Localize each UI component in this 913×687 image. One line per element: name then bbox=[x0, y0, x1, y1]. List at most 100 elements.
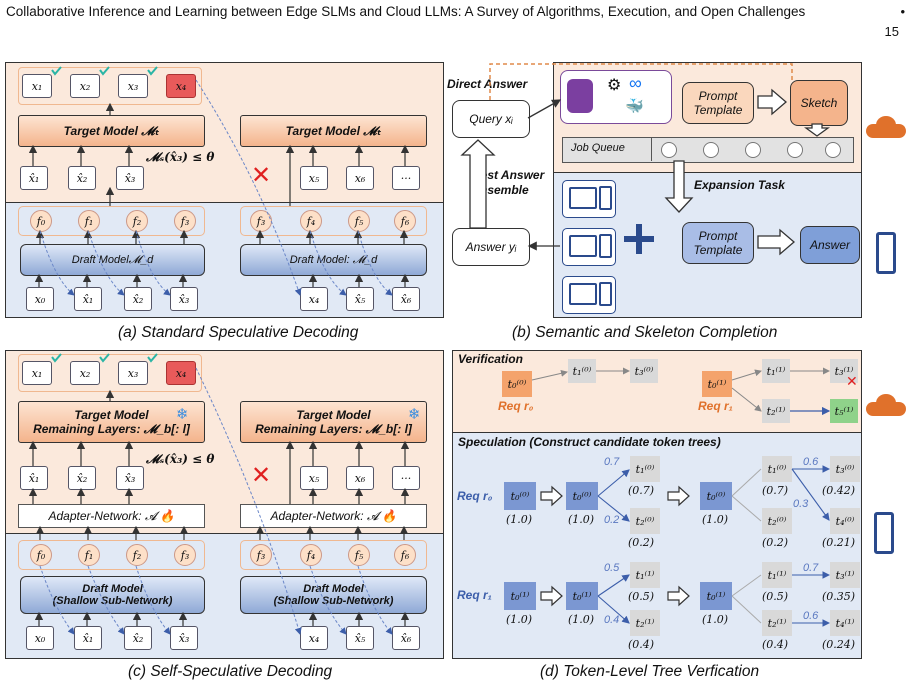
v-node: t₁⁽⁰⁾ bbox=[568, 359, 596, 383]
s-prob: (0.4) bbox=[628, 638, 655, 651]
a-input-token: x̂₃ bbox=[170, 287, 198, 311]
a-feature: f₃ bbox=[174, 210, 196, 232]
direct-answer-path bbox=[489, 63, 793, 100]
c-out-token: x₁ bbox=[22, 361, 52, 385]
answer-box: Answer bbox=[800, 226, 860, 264]
a-feature-row-right bbox=[240, 206, 427, 236]
a-feature: f₅ bbox=[348, 210, 370, 232]
edge-weight: 0.3 bbox=[793, 498, 809, 510]
v-node-accepted: t₅⁽¹⁾ bbox=[830, 399, 858, 423]
plus-icon-v bbox=[636, 224, 642, 254]
s-node: t₂⁽¹⁾ bbox=[762, 610, 792, 636]
s-prob: (1.0) bbox=[568, 513, 595, 526]
s-prob: (0.4) bbox=[762, 638, 789, 651]
c-input-token: x̂₆ bbox=[392, 626, 420, 650]
a-new-token: ··· bbox=[392, 166, 420, 190]
c-target-model: Target Model Remaining Layers: 𝓜_b[: l] bbox=[18, 401, 205, 443]
direct-answer-label: Direct Answer bbox=[447, 77, 528, 91]
reject-cross-icon: ✕ bbox=[250, 462, 272, 489]
c-draft-line1: Draft Model bbox=[303, 583, 364, 595]
a-out-token: x₁ bbox=[22, 74, 52, 98]
phone-icon bbox=[599, 186, 612, 210]
s-prob: (1.0) bbox=[702, 613, 729, 626]
queue-slot bbox=[703, 142, 719, 158]
a-input-token: x̂₅ bbox=[346, 287, 374, 311]
a-hat-token: x̂₂ bbox=[68, 166, 96, 190]
s-prob: (1.0) bbox=[702, 513, 729, 526]
v-node: t₁⁽¹⁾ bbox=[762, 359, 790, 383]
c-input-token: x₀ bbox=[26, 626, 54, 650]
s-prob: (0.5) bbox=[628, 590, 655, 603]
s-prob: (0.2) bbox=[628, 536, 655, 549]
s-root: t₀⁽⁰⁾ bbox=[700, 482, 732, 510]
b-prompt-template-cloud: Prompt Template bbox=[682, 82, 754, 124]
c-target-model-right: Target Model Remaining Layers: 𝓜_b[: l] bbox=[240, 401, 427, 443]
s-prob: (1.0) bbox=[506, 613, 533, 626]
v-node-rejected: t₃⁽¹⁾ bbox=[830, 359, 858, 383]
edge-device-box bbox=[562, 276, 616, 314]
s-prob: (0.42) bbox=[822, 484, 856, 497]
c-feature: f₄ bbox=[300, 544, 322, 566]
a-draft-model: Draft Model𝓜_d bbox=[20, 244, 205, 276]
deepseek-icon: 🐳 bbox=[625, 98, 644, 115]
c-adapter-network-right: Adapter-Network: 𝓐🔥 bbox=[240, 504, 427, 528]
s-node: t₁⁽⁰⁾ bbox=[630, 456, 660, 482]
v-req-r0: Req r₀ bbox=[498, 399, 534, 413]
c-adapter-label: Adapter-Network: 𝓐 bbox=[270, 508, 379, 523]
meta-icon: ∞ bbox=[629, 73, 642, 93]
edge-weight: 0.5 bbox=[604, 562, 620, 574]
s-prob: (0.21) bbox=[822, 536, 856, 549]
c-feature-row bbox=[18, 540, 205, 570]
s-node: t₂⁽¹⁾ bbox=[630, 610, 660, 636]
s-prob: (1.0) bbox=[506, 513, 533, 526]
c-feature: f₆ bbox=[394, 544, 416, 566]
b-prompt-template-edge: Prompt Template bbox=[682, 222, 754, 264]
edge-device-box bbox=[562, 228, 616, 266]
s-node: t₁⁽¹⁾ bbox=[762, 562, 792, 588]
s-prob: (0.35) bbox=[822, 590, 856, 603]
cloud-icon bbox=[866, 116, 906, 138]
a-input-token: x₄ bbox=[300, 287, 328, 311]
sketch-box: Sketch bbox=[790, 80, 848, 126]
s-root: t₀⁽¹⁾ bbox=[504, 582, 536, 610]
edge-weight: 0.7 bbox=[803, 562, 819, 574]
s-node: t₂⁽⁰⁾ bbox=[630, 508, 660, 534]
queue-slot bbox=[661, 142, 677, 158]
c-out-token: x₂ bbox=[70, 361, 100, 385]
answer-yi-box: Answer yᵢ bbox=[452, 228, 530, 266]
expansion-task-label: Expansion Task bbox=[694, 178, 785, 192]
s-prob: (0.5) bbox=[762, 590, 789, 603]
openai-icon: ⚙ bbox=[607, 77, 622, 94]
c-input-token: x̂₂ bbox=[124, 626, 152, 650]
a-new-token: x₅ bbox=[300, 166, 328, 190]
edge-weight: 0.4 bbox=[604, 614, 620, 626]
database-icon bbox=[567, 79, 593, 113]
edge-weight: 0.6 bbox=[803, 456, 819, 468]
c-feature: f₅ bbox=[348, 544, 370, 566]
cloud-icon bbox=[866, 394, 906, 416]
header-bullet: • bbox=[900, 4, 905, 19]
queue-slot bbox=[745, 142, 761, 158]
s-prob: (1.0) bbox=[568, 613, 595, 626]
a-threshold-condition: 𝓜ₛ(x̂₃) ≤ θ bbox=[146, 150, 215, 164]
verification-label: Verification bbox=[458, 352, 523, 366]
c-feature: f₀ bbox=[30, 544, 52, 566]
a-draft-model-right: Draft Model: 𝓜_d bbox=[240, 244, 427, 276]
s-root: t₀⁽¹⁾ bbox=[700, 582, 732, 610]
c-draft-line2: (Shallow Sub-Network) bbox=[52, 595, 173, 607]
s-node: t₃⁽⁰⁾ bbox=[830, 456, 860, 482]
query-box: Query xᵢ bbox=[452, 100, 530, 138]
caption-b: (b) Semantic and Skeleton Completion bbox=[512, 324, 778, 341]
c-feature: f₂ bbox=[126, 544, 148, 566]
c-draft-line1: Draft Model bbox=[82, 583, 143, 595]
a-input-token: x̂₆ bbox=[392, 287, 420, 311]
running-header: Collaborative Inference and Learning bet… bbox=[6, 4, 806, 19]
a-out-token-rejected: x₄ bbox=[166, 74, 196, 98]
c-out-token: x₃ bbox=[118, 361, 148, 385]
c-feature: f₃ bbox=[174, 544, 196, 566]
s-prob: (0.7) bbox=[628, 484, 655, 497]
v-root-r1: t₀⁽¹⁾ bbox=[702, 371, 732, 397]
c-target-line2: Remaining Layers: 𝓜_b[: l] bbox=[33, 421, 190, 436]
smartphone-icon bbox=[876, 232, 896, 274]
reject-cross-icon: ✕ bbox=[250, 162, 272, 189]
